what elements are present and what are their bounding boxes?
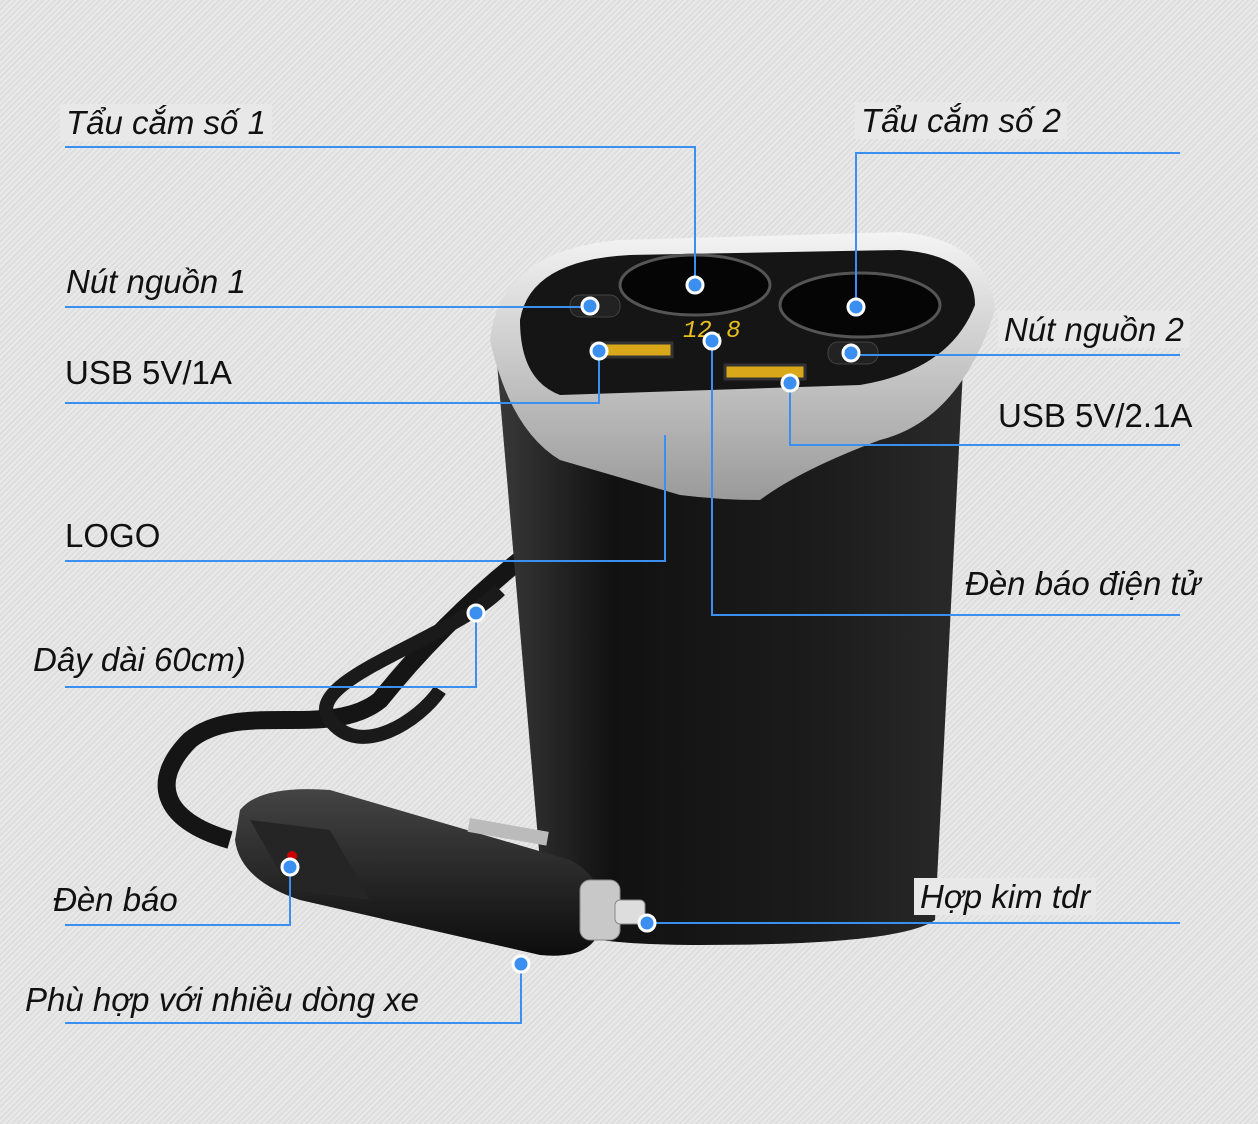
label-digital-display: Đèn báo điện tử bbox=[965, 565, 1201, 602]
cable-loop bbox=[319, 584, 505, 744]
label-cable-length: Dây dài 60cm) bbox=[33, 641, 246, 678]
label-usb-2: USB 5V/2.1A bbox=[998, 397, 1193, 434]
label-power-button-1: Nút nguồn 1 bbox=[66, 263, 246, 300]
label-usb-1: USB 5V/1A bbox=[65, 354, 232, 391]
callout-lines bbox=[65, 146, 1180, 1024]
label-alloy-tip: Hợp kim tdr bbox=[914, 878, 1097, 915]
plug-side-contact bbox=[467, 818, 549, 846]
label-power-button-2: Nút nguồn 2 bbox=[998, 311, 1190, 348]
cup-body bbox=[495, 330, 965, 945]
callout-dots bbox=[280, 275, 866, 974]
label-socket-1: Tẩu cắm số 1 bbox=[60, 104, 272, 141]
label-compatibility: Phù hợp với nhiều dòng xe bbox=[25, 981, 420, 1018]
alloy-tip-end bbox=[614, 899, 646, 925]
plug-grip bbox=[250, 820, 370, 900]
label-logo: LOGO bbox=[65, 517, 161, 554]
label-socket-2: Tẩu cắm số 2 bbox=[855, 102, 1067, 139]
alloy-tip bbox=[579, 879, 621, 941]
label-indicator-light: Đèn báo bbox=[53, 881, 178, 918]
